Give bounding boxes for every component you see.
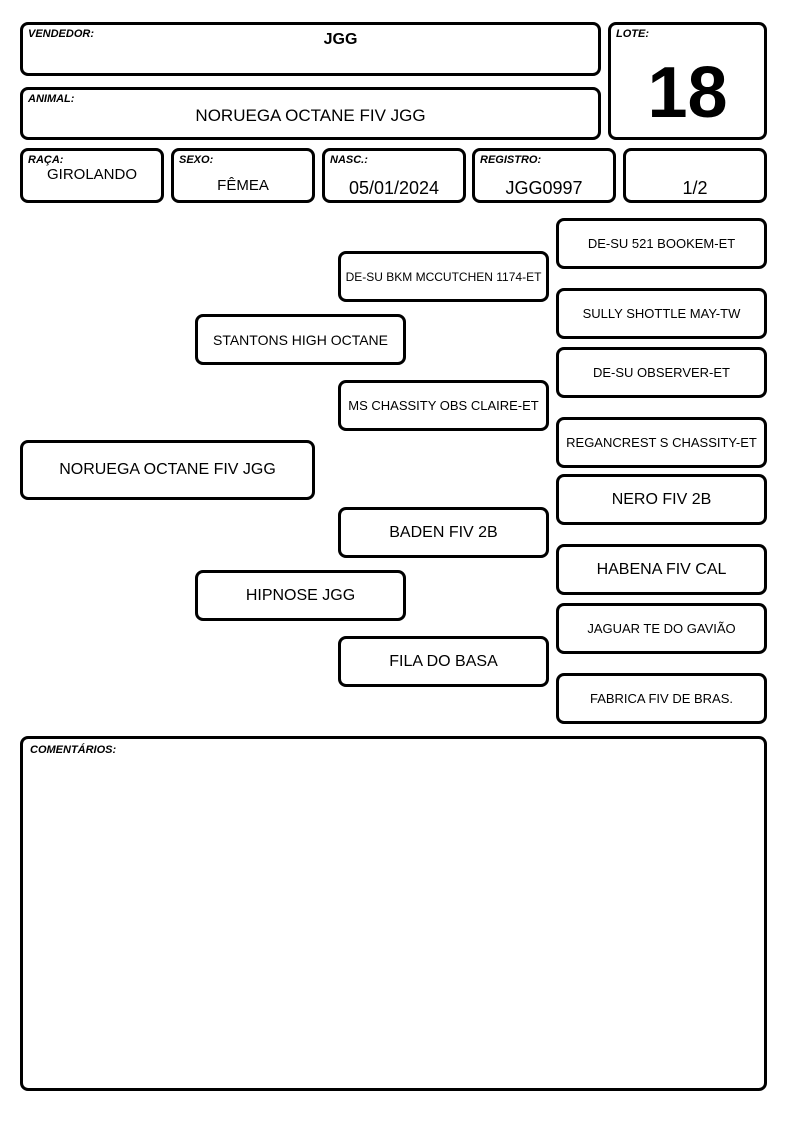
grau-value: 1/2 [682, 178, 708, 198]
nasc-value: 05/01/2024 [348, 178, 440, 198]
vendedor-label: VENDEDOR: [28, 28, 95, 40]
vendedor-box: VENDEDOR: JGG [20, 22, 601, 76]
pedigree-dam-dam: FILA DO BASA [338, 636, 549, 687]
registro-value: JGG0997 [505, 178, 583, 198]
animal-value: NORUEGA OCTANE FIV JGG [195, 106, 426, 125]
raca-value: GIROLANDO [46, 166, 137, 183]
pedigree-sire-sire: DE-SU BKM MCCUTCHEN 1174-ET [338, 251, 549, 302]
registro-box: REGISTRO: JGG0997 [472, 148, 616, 203]
nasc-label: NASC.: [330, 154, 368, 166]
comments-box: COMENTÁRIOS: [20, 736, 767, 1091]
sexo-box: SEXO: FÊMEA [171, 148, 315, 203]
lote-box: LOTE: 18 [608, 22, 767, 140]
raca-label: RAÇA: [28, 154, 64, 166]
pedigree-dss: NERO FIV 2B [556, 474, 767, 525]
comments-label: COMENTÁRIOS: [30, 744, 117, 756]
pedigree-sire: STANTONS HIGH OCTANE [195, 314, 406, 365]
animal-label: ANIMAL: [28, 93, 75, 105]
pedigree-sdd: REGANCREST S CHASSITY-ET [556, 417, 767, 468]
pedigree-animal: NORUEGA OCTANE FIV JGG [20, 440, 315, 500]
vendedor-value: JGG [323, 31, 358, 48]
pedigree-dam-sire: BADEN FIV 2B [338, 507, 549, 558]
pedigree-dam: HIPNOSE JGG [195, 570, 406, 621]
registro-label: REGISTRO: [480, 154, 542, 166]
pedigree-sire-dam: MS CHASSITY OBS CLAIRE-ET [338, 380, 549, 431]
sexo-label: SEXO: [179, 154, 214, 166]
grau-box: 1/2 [623, 148, 767, 203]
pedigree-ssd: SULLY SHOTTLE MAY-TW [556, 288, 767, 339]
pedigree-sds: DE-SU OBSERVER-ET [556, 347, 767, 398]
lote-label: LOTE: [616, 28, 649, 40]
lote-value: 18 [647, 53, 728, 133]
pedigree-sss: DE-SU 521 BOOKEM-ET [556, 218, 767, 269]
pedigree-dds: JAGUAR TE DO GAVIÃO [556, 603, 767, 654]
animal-box: ANIMAL: NORUEGA OCTANE FIV JGG [20, 87, 601, 140]
pedigree-dsd: HABENA FIV CAL [556, 544, 767, 595]
raca-box: RAÇA: GIROLANDO [20, 148, 164, 203]
pedigree-ddd: FABRICA FIV DE BRAS. [556, 673, 767, 724]
sexo-value: FÊMEA [217, 177, 269, 194]
nasc-box: NASC.: 05/01/2024 [322, 148, 466, 203]
